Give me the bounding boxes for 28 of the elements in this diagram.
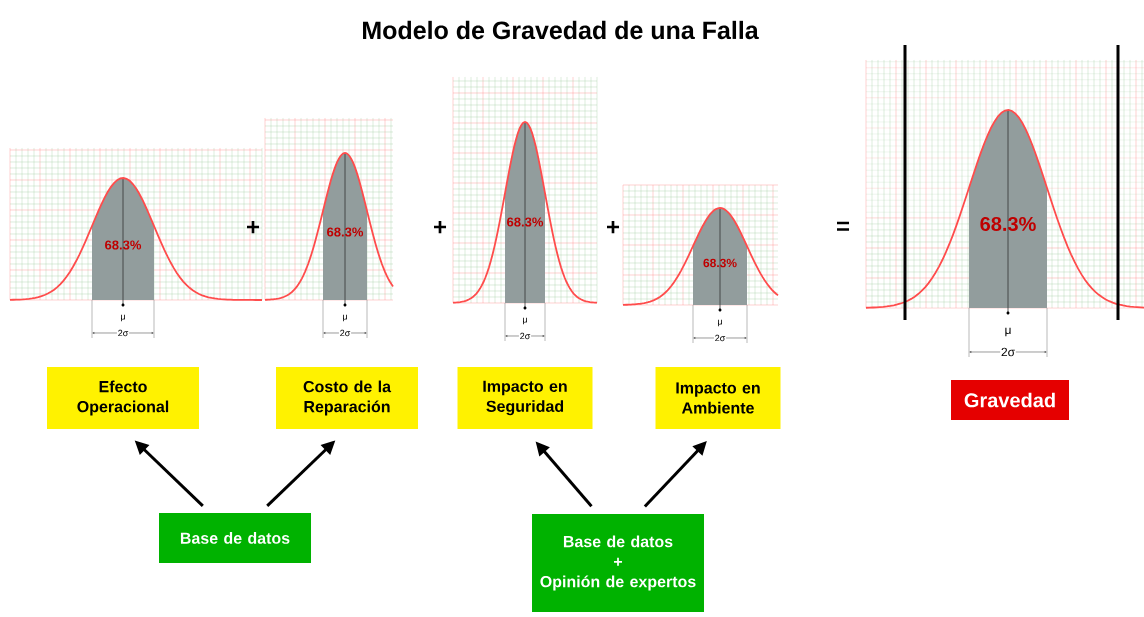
operator-sign: +: [247, 220, 260, 234]
operator-sign: +: [434, 220, 447, 234]
factor-box: Impacto en Ambiente: [655, 367, 781, 429]
mean-label: μ: [718, 319, 722, 327]
source-box: Base de datos + Opinión de expertos: [532, 514, 704, 612]
factor-box: Impacto en Seguridad: [457, 367, 593, 429]
dimension-label: 2σ: [1000, 346, 1016, 358]
percentage-label: 68.3%: [507, 217, 544, 227]
factor-box: Costo de la Reparación: [276, 367, 418, 429]
dimension-label: 2σ: [713, 334, 727, 342]
dimension-label: 2σ: [116, 329, 130, 337]
mean-label: μ: [121, 314, 125, 322]
mean-label: μ: [523, 317, 527, 325]
operator-sign: +: [607, 220, 620, 234]
percentage-label: 68.3%: [703, 258, 737, 268]
percentage-label: 68.3%: [105, 240, 142, 250]
mean-label: μ: [343, 314, 347, 322]
mean-label: μ: [1005, 327, 1011, 337]
dimension-label: 2σ: [518, 332, 532, 340]
factor-box: Efecto Operacional: [47, 367, 199, 429]
percentage-label: 68.3%: [327, 227, 364, 237]
source-box: Base de datos: [159, 513, 311, 563]
operator-sign: =: [837, 221, 850, 231]
percentage-label: 68.3%: [980, 216, 1036, 232]
result-box: Gravedad: [951, 380, 1069, 420]
dimension-label: 2σ: [338, 329, 352, 337]
title: Modelo de Gravedad de una Falla: [363, 20, 759, 40]
arrow: [643, 441, 707, 508]
